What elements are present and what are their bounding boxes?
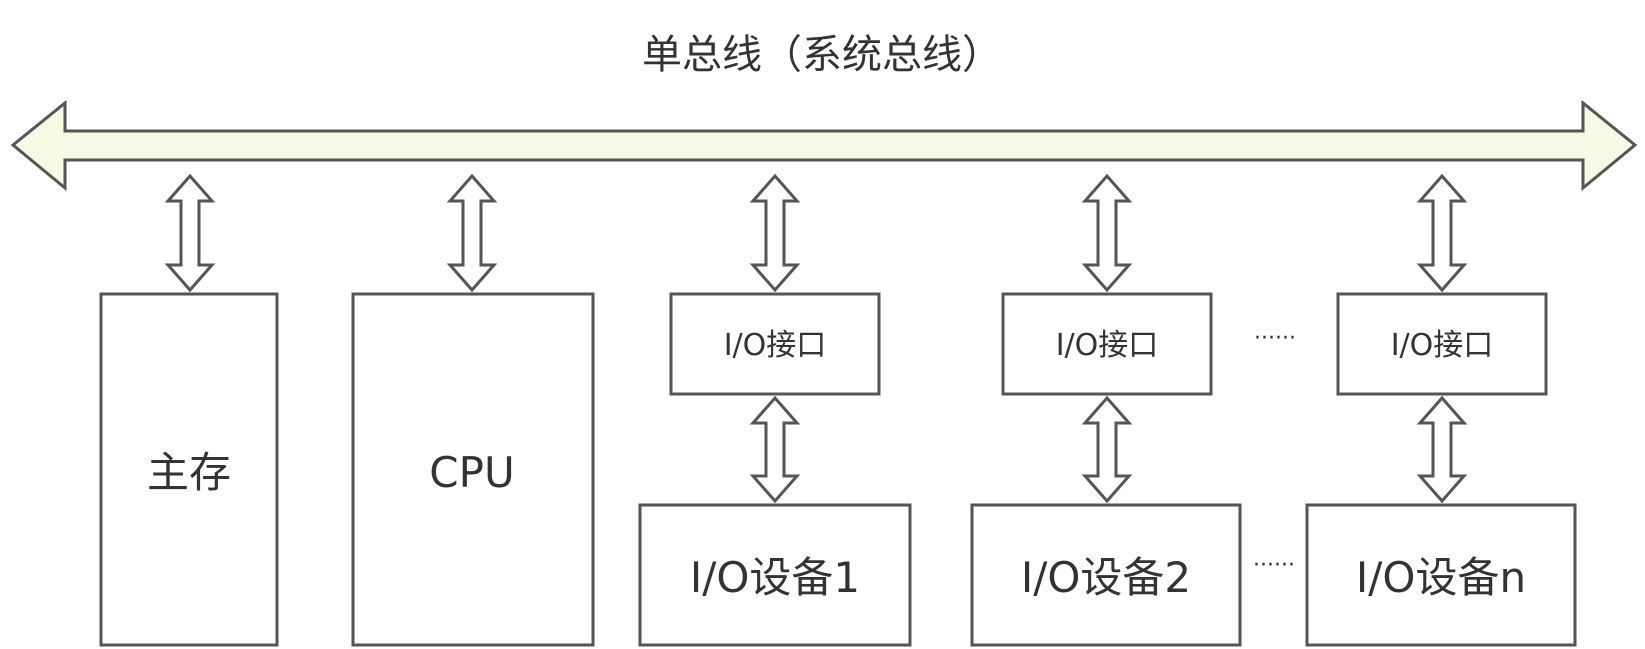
io-interface-n-label: I/O接口: [1391, 328, 1494, 363]
io-device-n-label: I/O设备n: [1356, 553, 1526, 602]
io-device-1-label: I/O设备1: [690, 553, 860, 602]
main-memory-box: [99, 292, 279, 647]
io-device-n-box: [1305, 503, 1577, 647]
io-device-n-arrow: [1416, 395, 1468, 504]
io-interface-1-bus-arrow: [749, 173, 801, 293]
io-interface-2-box: [1001, 292, 1213, 396]
io-device-2-arrow: [1081, 395, 1133, 504]
interface-ellipsis: ······: [1254, 326, 1296, 351]
bus-title: 单总线（系统总线）: [642, 32, 1002, 78]
io-interface-2-label: I/O接口: [1056, 328, 1159, 363]
cpu-bus-arrow: [446, 173, 498, 293]
io-interface-2-bus-arrow: [1081, 173, 1133, 293]
cpu-label: CPU: [429, 448, 514, 497]
io-interface-n-bus-arrow: [1416, 173, 1468, 293]
system-bus-arrow: [10, 99, 1638, 192]
io-device-2-label: I/O设备2: [1021, 553, 1191, 602]
io-interface-1-label: I/O接口: [724, 328, 827, 363]
main-memory-label: 主存: [147, 448, 231, 497]
io-device-2-box: [970, 503, 1242, 647]
device-ellipsis: ······: [1253, 553, 1295, 578]
io-interface-n-box: [1336, 292, 1548, 396]
memory-bus-arrow: [164, 173, 216, 293]
io-device-1-box: [638, 503, 912, 647]
io-device-1-arrow: [749, 395, 801, 504]
io-interface-1-box: [669, 292, 881, 396]
cpu-box: [351, 292, 595, 647]
